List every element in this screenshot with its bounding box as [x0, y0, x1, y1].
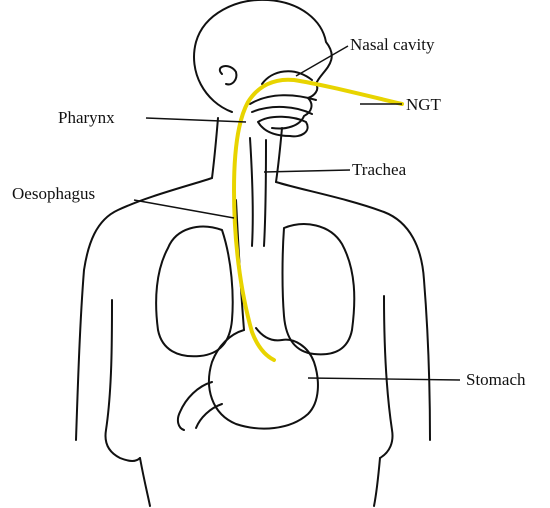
torso-bottom-right [374, 458, 380, 506]
arm-right-inner [380, 296, 393, 458]
leader-nasal-cavity [296, 46, 348, 76]
duodenum-outline-2 [196, 404, 222, 428]
torso-left [76, 178, 212, 440]
lung-left [156, 227, 233, 357]
leader-pharynx [146, 118, 246, 122]
trachea-outline [250, 138, 253, 246]
leader-stomach [308, 378, 460, 380]
label-stomach: Stomach [466, 370, 526, 389]
trachea-outline-2 [264, 140, 266, 246]
torso-bottom-left [140, 458, 150, 506]
lung-right [283, 224, 355, 354]
label-trachea: Trachea [352, 160, 407, 179]
ear-outline [220, 66, 237, 84]
leader-oesophagus [134, 200, 234, 218]
neck-left [212, 118, 218, 178]
label-oesophagus: Oesophagus [12, 184, 95, 203]
label-pharynx: Pharynx [58, 108, 115, 127]
palate [252, 107, 312, 114]
label-nasal-cavity: Nasal cavity [350, 35, 435, 54]
nasal-floor [250, 95, 316, 104]
duodenum-outline [178, 382, 212, 430]
label-ngt: NGT [406, 95, 442, 114]
arm-left-inner [106, 300, 140, 461]
tongue-outline [258, 117, 308, 137]
